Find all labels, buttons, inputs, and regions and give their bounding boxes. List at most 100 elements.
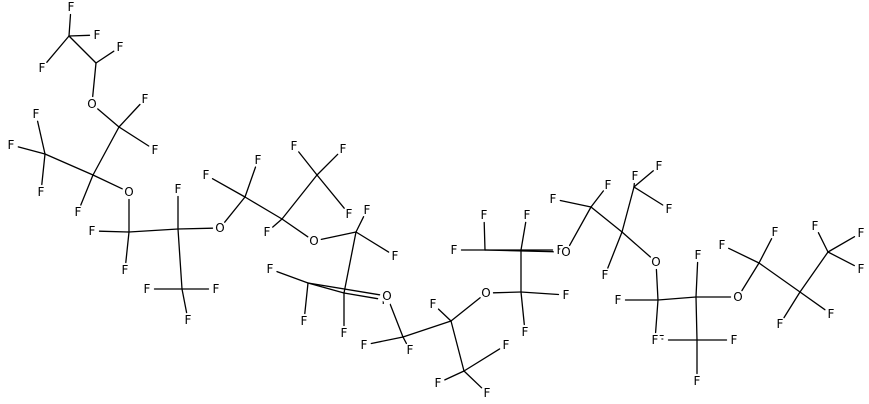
atom-F4: F: [113, 40, 127, 54]
atom-O6: O: [479, 286, 493, 300]
bond-C5-F8: [41, 153, 46, 186]
atom-label-layer: FFFFOFFFFFFOFFFFFFOFFFFFFOFFFFFFOFFFFFFO…: [4, 0, 868, 400]
bond-C15-F29: [370, 336, 404, 345]
atom-F25: F: [337, 326, 351, 340]
atom-F11: F: [85, 224, 99, 238]
atom-F51: F: [727, 333, 741, 347]
bond-C21-F41: [559, 199, 592, 208]
atom-label-F37: F: [524, 208, 531, 222]
atom-label-F11: F: [89, 224, 96, 238]
bond-C17-F34: [463, 348, 501, 372]
atom-label-O3: O: [215, 221, 224, 235]
atom-label-O9: O: [733, 290, 742, 304]
atom-label-F18: F: [255, 153, 262, 167]
atom-O2: O: [122, 185, 136, 199]
bond-C22-O8: [621, 231, 652, 258]
atom-F37: F: [520, 208, 534, 222]
bond-C9-F18: [244, 166, 257, 198]
atom-label-F27: F: [267, 262, 274, 276]
atom-label-F52: F: [719, 238, 726, 252]
bond-C29-F57: [827, 236, 856, 253]
atom-label-F20: F: [291, 139, 298, 153]
atom-label-F23: F: [364, 203, 371, 217]
atom-F12: F: [118, 263, 132, 277]
bond-C4-C5: [44, 153, 94, 176]
bond-C4-O2: [92, 174, 123, 190]
atom-label-F32: F: [435, 376, 442, 390]
atom-F43: F: [598, 268, 612, 282]
bond-C11-F20: [298, 151, 318, 176]
atom-F56: F: [808, 219, 822, 233]
atom-label-F29: F: [361, 338, 368, 352]
atom-O8: O: [649, 255, 663, 269]
bond-C4-F10: [80, 174, 94, 206]
atom-label-F30: F: [407, 343, 414, 357]
atom-F47: F: [611, 293, 625, 307]
bond-C6-F11: [98, 230, 130, 233]
atom-F39: F: [477, 208, 491, 222]
bond-layer: [17, 13, 856, 389]
atom-F35: F: [559, 288, 573, 302]
atom-label-F35: F: [563, 288, 570, 302]
atom-label-F16: F: [213, 282, 220, 296]
atom-F20: F: [287, 139, 301, 153]
bond-C9-C10: [244, 196, 283, 220]
atom-F23: F: [360, 203, 374, 217]
bond-C6-F12: [125, 231, 130, 264]
bond-C12-C13: [343, 231, 357, 294]
bond-C11-F22: [316, 174, 345, 209]
atom-F48: F: [691, 248, 705, 262]
bond-C1-F2: [46, 35, 70, 63]
atom-label-F42: F: [605, 178, 612, 192]
atom-F2: F: [35, 61, 49, 75]
atom-F59: F: [648, 333, 662, 347]
atom-label-F45: F: [666, 202, 673, 216]
atom-label-F14: F: [144, 282, 151, 296]
bond-C10-O4: [281, 218, 309, 238]
bond-C22-C23: [621, 186, 635, 233]
atom-F52: F: [715, 238, 729, 252]
atom-label-F57: F: [858, 226, 865, 240]
atom-F14: F: [140, 282, 154, 296]
bond-O6-C18: [492, 291, 522, 294]
atom-F3: F: [90, 28, 104, 42]
atom-F42: F: [601, 178, 615, 192]
atom-O4: O: [307, 234, 321, 248]
atom-F45: F: [662, 202, 676, 216]
bond-C14-F28: [304, 282, 309, 315]
atom-label-F22: F: [346, 207, 353, 221]
atom-label-F25: F: [341, 326, 348, 340]
atom-F32: F: [431, 376, 445, 390]
atom-F27: F: [263, 262, 277, 276]
atom-label-O6: O: [481, 286, 490, 300]
atom-F30: F: [403, 343, 417, 357]
atom-label-F39: F: [481, 208, 488, 222]
atom-F17: F: [199, 168, 213, 182]
atom-label-F50: F: [694, 374, 701, 388]
bond-O4-C12: [320, 231, 357, 241]
atom-F16: F: [209, 282, 223, 296]
bond-C16-F31: [437, 308, 452, 322]
bond-C7-O3: [177, 227, 214, 230]
atom-F13: F: [171, 182, 185, 196]
atom-F55: F: [824, 307, 838, 321]
atom-F7: F: [4, 138, 18, 152]
atom-F34: F: [499, 338, 513, 352]
atom-F22: F: [342, 207, 356, 221]
atom-F40: F: [447, 243, 461, 257]
atom-label-F53: F: [772, 225, 779, 239]
atom-F21: F: [336, 142, 350, 156]
atom-label-F41: F: [550, 192, 557, 206]
atom-label-O2: O: [124, 185, 133, 199]
bond-C14-O5: [307, 282, 381, 296]
atom-F10: F: [71, 205, 85, 219]
bond-C25-F48: [695, 261, 699, 298]
atom-F5: F: [138, 92, 152, 106]
atom-label-F55: F: [828, 307, 835, 321]
bond-C17-F32: [444, 370, 465, 381]
atom-label-F31: F: [430, 297, 437, 311]
bond-C1-C2: [68, 35, 97, 64]
bond-C14-F27: [276, 270, 309, 284]
bond-C25-C26: [695, 296, 698, 341]
